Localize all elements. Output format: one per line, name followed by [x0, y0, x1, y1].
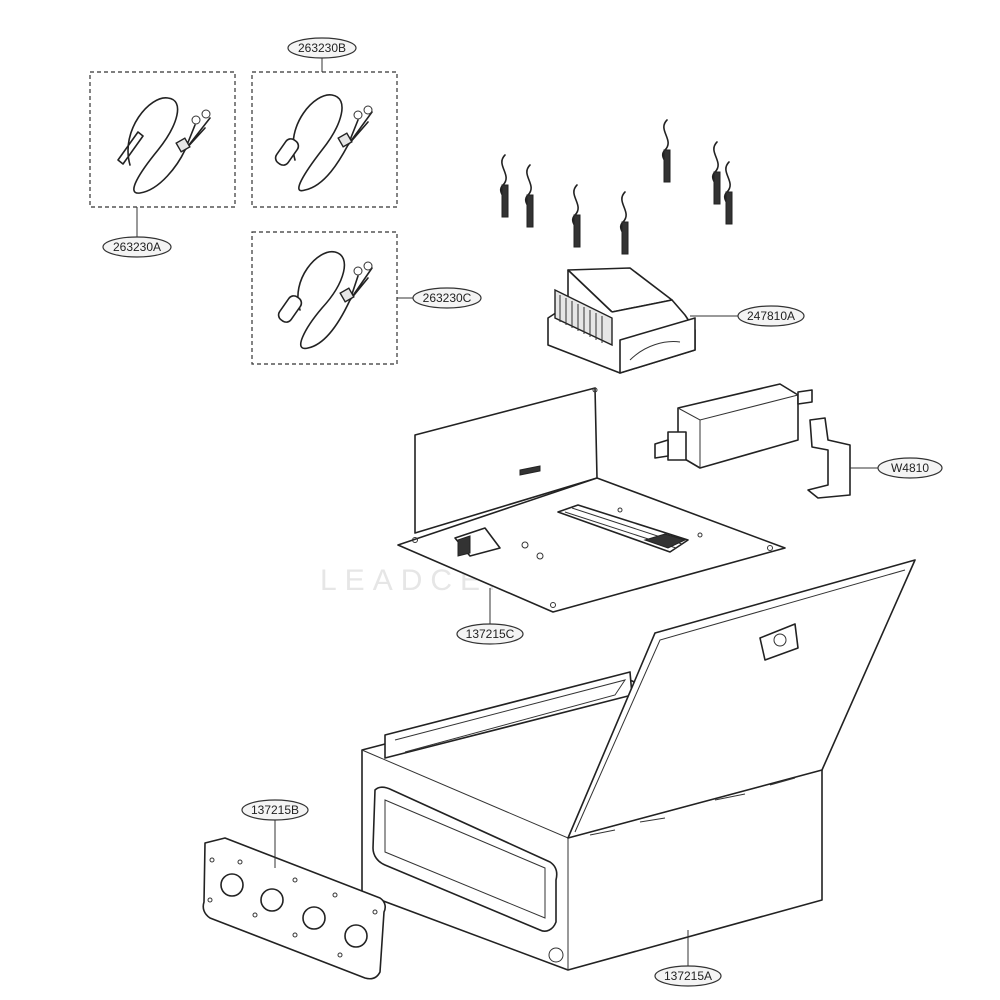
clip-7	[723, 161, 733, 225]
callout-263230B: 263230B	[287, 37, 357, 59]
label-263230A: 263230A	[113, 240, 161, 254]
sensor-c-group	[251, 231, 398, 365]
clip-group	[499, 119, 733, 255]
callout-137215A: 137215A	[654, 965, 722, 987]
callout-137215C: 137215C	[456, 623, 524, 645]
callout-W4810: W4810	[877, 457, 943, 479]
mounting-bracket	[807, 417, 851, 499]
callout-263230C: 263230C	[412, 287, 482, 309]
clip-2	[524, 164, 534, 228]
callout-137215B: 137215B	[241, 799, 309, 821]
sensor-a-group	[89, 71, 236, 208]
gland-plate	[202, 837, 386, 980]
clip-4	[619, 191, 629, 255]
clip-6	[711, 141, 721, 205]
leader-lines	[136, 58, 878, 968]
label-137215A: 137215A	[664, 969, 712, 983]
controller-module	[547, 267, 696, 374]
label-263230C: 263230C	[423, 291, 472, 305]
enclosure-box	[361, 559, 916, 971]
callout-247810A: 247810A	[737, 305, 805, 327]
label-137215C: 137215C	[466, 627, 515, 641]
clip-5	[661, 119, 671, 183]
relay-device	[654, 383, 813, 469]
sensor-b-group	[251, 71, 398, 208]
mounting-plate	[397, 387, 786, 613]
label-137215B: 137215B	[251, 803, 299, 817]
label-W4810: W4810	[891, 461, 929, 475]
label-263230B: 263230B	[298, 41, 346, 55]
callout-263230A: 263230A	[102, 236, 172, 258]
clip-1	[499, 154, 509, 218]
clip-3	[571, 184, 581, 248]
label-247810A: 247810A	[747, 309, 795, 323]
